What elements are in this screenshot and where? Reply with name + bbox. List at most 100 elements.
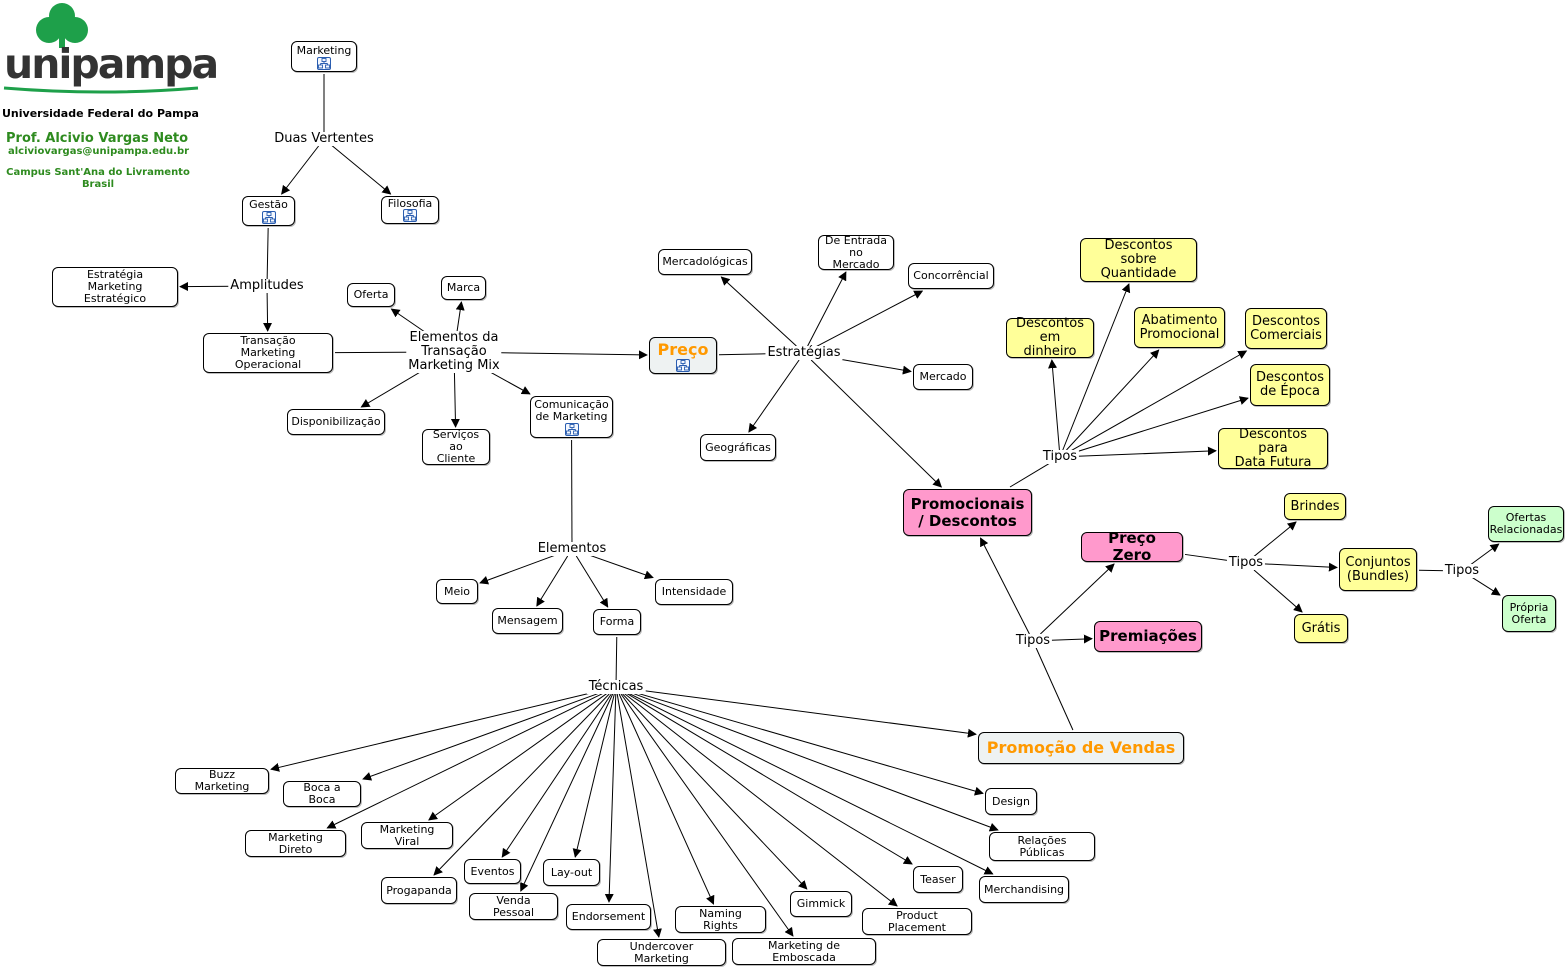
- concept-label: Design: [992, 794, 1030, 808]
- concept-viral[interactable]: Marketing Viral: [361, 822, 453, 849]
- linking-phrase-amplitudes: Amplitudes: [228, 278, 306, 293]
- concept-label: Promocionais / Descontos: [910, 494, 1025, 530]
- concept-boca[interactable]: Boca a Boca: [283, 781, 361, 807]
- professor-email: alciviovargas@unipampa.edu.br: [8, 146, 190, 157]
- concept-relacoes[interactable]: Relações Públicas: [989, 832, 1095, 861]
- concept-label: Boca a Boca: [303, 781, 341, 806]
- logo-swoosh-icon: [3, 86, 199, 94]
- concept-label: Progapanda: [386, 883, 452, 897]
- concept-product-placement[interactable]: Product Placement: [862, 908, 972, 935]
- concept-label: Conjuntos (Bundles): [1345, 554, 1411, 584]
- connection-tecnicas-relacoes: [623, 689, 999, 832]
- connection-tipos_desc-abatimento: [1066, 349, 1160, 451]
- concept-brindes[interactable]: Brindes: [1284, 493, 1346, 520]
- connection-tipos_promo-promocionais: [980, 537, 1030, 635]
- connection-tecnicas-venda_pessoal: [520, 693, 614, 892]
- connection-duas_vertentes-gestao: [281, 145, 320, 195]
- submap-link-icon[interactable]: [403, 209, 417, 222]
- concept-marketing[interactable]: Marketing: [291, 41, 357, 72]
- concept-ofertas-rel[interactable]: Ofertas Relacionadas: [1488, 506, 1564, 542]
- concept-label: Grátis: [1301, 620, 1341, 636]
- concept-preco-zero[interactable]: Preço Zero: [1081, 529, 1183, 564]
- concept-merchandising[interactable]: Merchandising: [979, 876, 1069, 903]
- connection-elementos-meio: [479, 551, 565, 585]
- concept-premiacoes[interactable]: Premiações: [1094, 621, 1202, 652]
- submap-link-icon[interactable]: [676, 359, 690, 372]
- concept-concorrencial[interactable]: Concorrêncial: [908, 263, 994, 289]
- connection-tecnicas-merchandising: [623, 690, 994, 875]
- concept-desc-quant[interactable]: Descontos sobre Quantidade: [1080, 238, 1197, 282]
- concept-servicos[interactable]: Serviços ao Cliente: [422, 429, 490, 465]
- concept-mensagem[interactable]: Mensagem: [492, 608, 563, 634]
- connection-tipos_zero-gratis: [1253, 569, 1303, 613]
- concept-desc-futura[interactable]: Descontos para Data Futura: [1218, 426, 1328, 470]
- concept-buzz[interactable]: Buzz Marketing: [175, 768, 269, 794]
- concept-desc-epoca[interactable]: Descontos de Época: [1250, 364, 1330, 406]
- concept-teaser[interactable]: Teaser: [913, 866, 963, 893]
- connection-tipos_promo-preco_zero: [1040, 563, 1115, 635]
- concept-abatimento[interactable]: Abatimento Promocional: [1134, 307, 1225, 348]
- concept-geograficas[interactable]: Geográficas: [700, 434, 776, 461]
- concept-label: Transação Marketing Operacional: [234, 334, 302, 371]
- connection-elementos-intensidade: [579, 551, 654, 580]
- concept-label: Descontos Comerciais: [1250, 313, 1322, 343]
- concept-undercover[interactable]: Undercover Marketing: [597, 939, 726, 966]
- submap-link-icon[interactable]: [261, 211, 276, 224]
- concept-mercado[interactable]: Mercado: [913, 364, 973, 390]
- concept-label: Preço: [657, 339, 709, 359]
- concept-comunicacao[interactable]: Comunicação de Marketing: [530, 396, 613, 438]
- connection-tipos_zero-brindes: [1253, 521, 1297, 557]
- concept-gratis[interactable]: Grátis: [1294, 614, 1348, 643]
- concept-estrategia[interactable]: Estratégia Marketing Estratégico: [52, 267, 178, 307]
- concept-propria[interactable]: Própria Oferta: [1502, 595, 1556, 632]
- concept-disponibilizacao[interactable]: Disponibilização: [287, 409, 385, 435]
- concept-mercadologicas[interactable]: Mercadológicas: [658, 249, 752, 275]
- connection-tecnicas-viral: [428, 692, 609, 821]
- unipampa-logo: unipampa: [2, 0, 219, 200]
- concept-desc-comerciais[interactable]: Descontos Comerciais: [1245, 308, 1327, 349]
- concept-label: Premiações: [1099, 627, 1197, 645]
- concept-label: Undercover Marketing: [629, 939, 694, 965]
- concept-emboscada[interactable]: Marketing de Emboscada: [732, 938, 876, 965]
- professor-name: Prof. Alcivio Vargas Neto: [6, 131, 189, 146]
- connection-promocao_vendas-tipos_promo: [1035, 647, 1074, 731]
- logo-wordmark: unipampa: [4, 40, 219, 88]
- concept-marca[interactable]: Marca: [441, 276, 486, 300]
- concept-promocao-vendas[interactable]: Promoção de Vendas: [978, 732, 1184, 764]
- concept-venda-pessoal[interactable]: Venda Pessoal: [469, 893, 558, 920]
- concept-transacao[interactable]: Transação Marketing Operacional: [203, 333, 333, 373]
- concept-naming[interactable]: Naming Rights: [675, 906, 766, 933]
- concept-promocionais[interactable]: Promocionais / Descontos: [903, 489, 1032, 536]
- concept-forma[interactable]: Forma: [593, 609, 641, 635]
- concept-eventos[interactable]: Eventos: [464, 859, 521, 884]
- concept-label: Promoção de Vendas: [986, 738, 1176, 757]
- concept-endorsement[interactable]: Endorsement: [566, 904, 651, 930]
- connection-tecnicas-eventos: [501, 693, 612, 858]
- concept-preco[interactable]: Preço: [649, 337, 717, 374]
- linking-phrase-estrategias: Estratégias: [765, 345, 843, 360]
- connection-tecnicas-design: [623, 688, 984, 796]
- concept-intensidade[interactable]: Intensidade: [655, 579, 733, 605]
- concept-gimmick[interactable]: Gimmick: [790, 891, 852, 917]
- concept-label: Oferta: [353, 288, 389, 301]
- concept-direto[interactable]: Marketing Direto: [245, 830, 346, 857]
- concept-label: Marca: [446, 281, 481, 294]
- concept-design[interactable]: Design: [985, 788, 1037, 815]
- concept-label: Preço Zero: [1108, 529, 1156, 564]
- concept-deentrada[interactable]: De Entrada no Mercado: [818, 234, 894, 270]
- concept-label: Descontos para Data Futura: [1234, 426, 1312, 470]
- submap-link-icon[interactable]: [564, 423, 579, 436]
- connection-tecnicas-direto: [326, 690, 609, 829]
- submap-link-icon[interactable]: [317, 57, 331, 70]
- concept-desc-dinheiro[interactable]: Descontos em dinheiro: [1006, 317, 1094, 359]
- concept-meio[interactable]: Meio: [436, 579, 478, 604]
- connection-forma-tecnicas: [615, 636, 618, 681]
- concept-label: Meio: [443, 584, 471, 598]
- concept-oferta[interactable]: Oferta: [347, 283, 395, 307]
- concept-conjuntos[interactable]: Conjuntos (Bundles): [1339, 548, 1417, 591]
- concept-progapanda[interactable]: Progapanda: [381, 877, 457, 904]
- concept-label: Mercadológicas: [662, 255, 748, 268]
- connection-amplitudes-transacao: [263, 292, 273, 332]
- concept-layout[interactable]: Lay-out: [543, 859, 600, 886]
- concept-label: Descontos de Época: [1256, 370, 1324, 399]
